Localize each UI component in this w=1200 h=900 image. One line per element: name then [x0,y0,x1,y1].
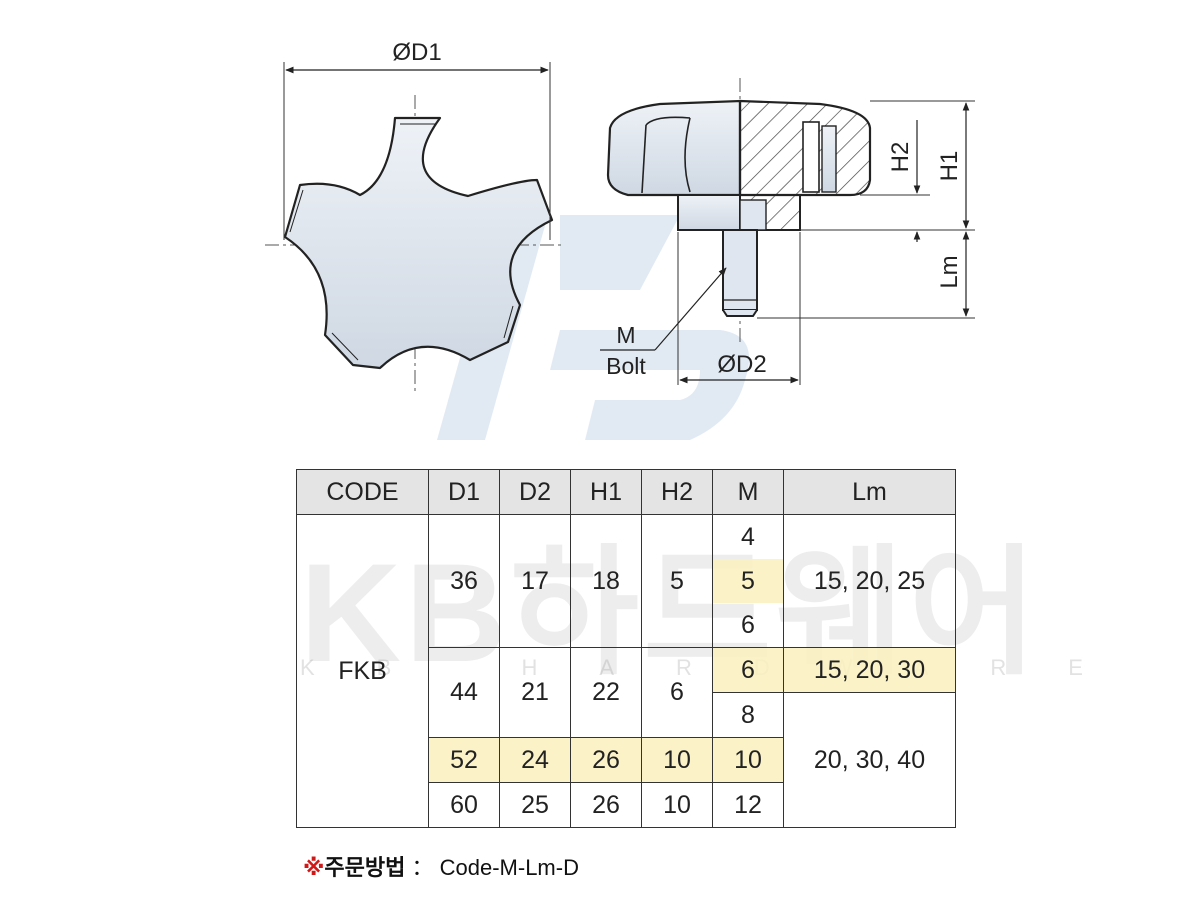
order-method-note: ※주문방법 ： Code-M-Lm-D [303,850,579,882]
header-d1: D1 [428,469,500,515]
cell-d2: 21 [499,647,571,738]
cell-lm: 20, 30, 40 [783,692,956,828]
table-row: 52 24 26 10 10 [297,737,956,783]
cell-lm: 15, 20, 25 [783,514,956,648]
header-code: CODE [296,469,429,515]
table-row: FKB 36 17 18 5 4 15, 20, 25 [296,514,956,828]
cell-h2-highlighted: 10 [641,737,713,783]
dim-h2-label: H2 [887,142,914,173]
technical-drawing: ØD1 H2 H1 Lm ØD2 M Bolt [265,39,975,440]
cell-h2: 6 [641,647,713,738]
table-row: 6 [297,603,956,648]
cell-h2: 10 [641,782,713,828]
knob-top-view [265,95,565,395]
reference-mark-icon: ※ [303,855,325,880]
table-row: 44 21 22 6 6 15, 20, 30 [297,647,956,738]
table-row: 5 [297,559,956,603]
dim-h1-label: H1 [936,151,963,182]
star-knob-shape [283,116,554,370]
cell-d2: 17 [499,514,571,648]
label-bolt: Bolt [606,353,646,379]
knob-side-view [606,78,872,345]
header-h1: H1 [570,469,642,515]
cell-m-highlighted: 5 [712,559,784,603]
cell-d2-highlighted: 24 [499,737,571,783]
cell-d1: 60 [428,782,500,828]
cell-d2: 25 [499,782,571,828]
dim-d2-label: ØD2 [717,351,766,378]
label-m: M [616,322,635,348]
dim-lm-label: Lm [936,255,963,288]
cell-m: 8 [712,692,784,738]
cell-h1: 22 [570,647,642,738]
order-method-label: 주문방법 [324,856,406,881]
spec-table: CODE D1 D2 H1 H2 M Lm FKB 36 17 18 5 4 1… [296,469,956,828]
header-lm: Lm [783,469,956,515]
cell-lm-highlighted: 15, 20, 30 [783,647,956,693]
cell-h1: 26 [570,782,642,828]
header-m: M [712,469,784,515]
cell-h1: 18 [570,514,642,648]
table-header-row: CODE D1 D2 H1 H2 M Lm [296,469,956,515]
cell-d1-highlighted: 52 [428,737,500,783]
dim-d1-label: ØD1 [392,39,441,66]
table-row: 60 25 26 10 12 [297,782,956,828]
cell-m-highlighted: 10 [712,737,784,783]
cell-m: 12 [712,782,784,828]
cell-d1: 36 [428,514,500,648]
order-separator: ： [411,855,434,880]
cell-h1-highlighted: 26 [570,737,642,783]
cell-m: 4 [712,514,784,559]
header-h2: H2 [641,469,713,515]
cell-m-highlighted: 6 [712,647,784,693]
cell-h2: 5 [641,514,713,648]
cell-m: 6 [712,603,784,648]
header-d2: D2 [499,469,571,515]
cell-d1: 44 [428,647,500,738]
table-row: 8 20, 30, 40 [297,692,956,828]
code-cell: FKB [296,514,429,828]
order-format: Code-M-Lm-D [439,855,579,880]
